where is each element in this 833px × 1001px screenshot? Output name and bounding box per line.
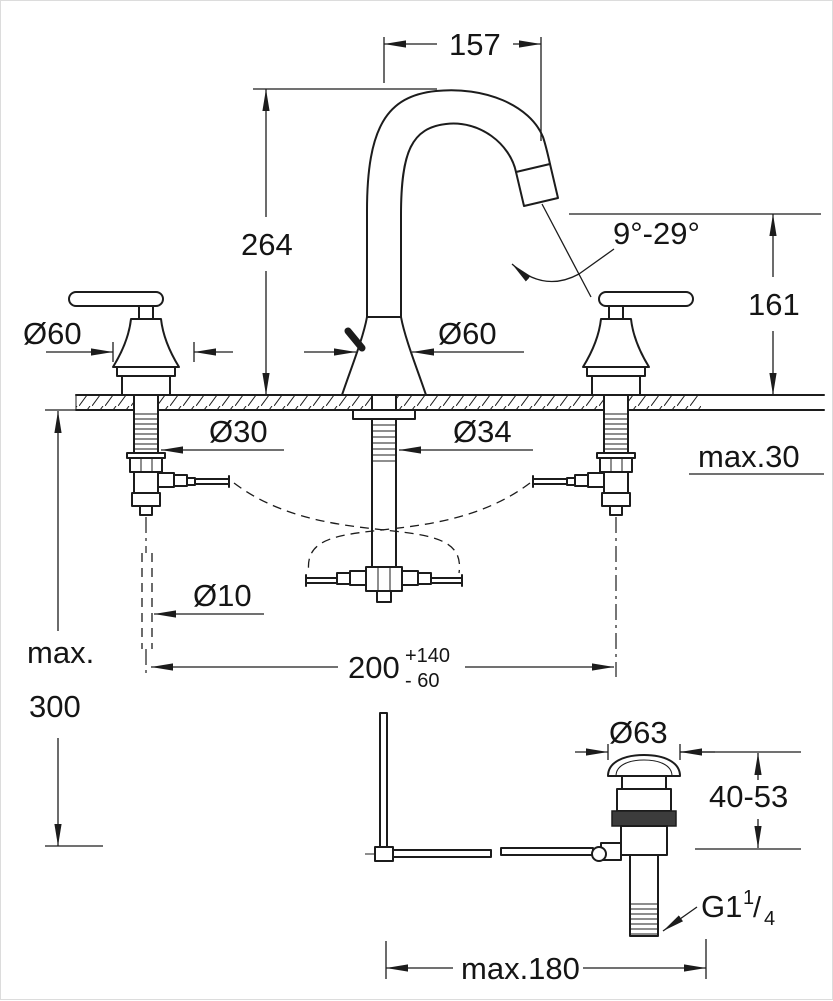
popup-knob — [344, 327, 366, 352]
right-lever — [598, 291, 694, 307]
dim-deck-thickness-label: max.30 — [698, 439, 800, 474]
dim-spout-reach: 157 — [383, 27, 542, 141]
waste-flange — [607, 754, 681, 777]
dim-hole-spacing-plus: +140 — [405, 645, 450, 667]
dim-center-hole: Ø34 — [399, 414, 533, 454]
popup-rod-linkage — [365, 712, 594, 862]
right-handle — [582, 291, 694, 396]
horizontal-rod-2 — [500, 847, 594, 856]
waste-tailpipe — [629, 854, 659, 937]
left-handle — [68, 291, 180, 396]
dim-deck-thickness: max.30 — [689, 439, 824, 475]
dim-hose-length-label2: 300 — [29, 689, 81, 724]
vertical-rod — [379, 712, 388, 854]
dim-waste-thread-sup: 1 — [743, 887, 754, 909]
dim-angle-range-label: 9°-29° — [613, 216, 700, 251]
right-thread-lines — [604, 413, 628, 450]
left-thread-lines — [134, 413, 158, 450]
right-valve-body — [532, 394, 636, 677]
dim-waste-thread: G1 1 / 4 — [662, 887, 775, 932]
dim-hose-length-label1: max. — [27, 635, 94, 670]
popup-waste — [591, 754, 681, 937]
dim-hole-spacing: 200 +140 - 60 — [151, 645, 614, 692]
dim-waste-thread-main: G1 — [701, 889, 742, 924]
dim-waste-adjust-label: 40-53 — [709, 779, 788, 814]
dim-center-hole-label: Ø34 — [453, 414, 512, 449]
dim-base-diameter-label: Ø60 — [438, 316, 497, 351]
horizontal-rod-1 — [392, 849, 492, 858]
dim-hole-spacing-label: 200 — [348, 650, 400, 685]
rod-joint — [374, 846, 394, 862]
dim-side-hole-label: Ø30 — [209, 414, 268, 449]
dim-waste-thread-slash: / — [753, 892, 762, 924]
mounting-deck — [75, 394, 825, 411]
dim-outlet-height: 161 — [569, 213, 821, 395]
dim-side-hole: Ø30 — [161, 414, 284, 454]
dim-hole-spacing-minus: - 60 — [405, 670, 439, 692]
left-valve-body — [126, 394, 230, 677]
dim-rod-diameter: Ø10 — [154, 578, 264, 618]
dim-rod-to-waste-label: max.180 — [461, 951, 580, 986]
dim-waste-thread-sub: 4 — [764, 908, 775, 930]
dim-waste-adjust: 40-53 — [680, 751, 801, 850]
dim-handle-diameter-label: Ø60 — [23, 316, 82, 351]
waste-seal — [611, 810, 677, 827]
tailpipe-thread-lines — [630, 903, 658, 935]
center-shank — [305, 394, 463, 603]
faucet-spout — [341, 89, 559, 396]
dim-base-diameter: Ø60 — [304, 316, 524, 356]
dim-spout-height: 264 — [241, 88, 437, 395]
dim-outlet-height-label: 161 — [748, 287, 800, 322]
dim-waste-flange-label: Ø63 — [609, 715, 668, 750]
left-lever — [68, 291, 164, 307]
dim-rod-to-waste: max.180 — [385, 939, 707, 986]
center-thread-lines — [372, 424, 396, 462]
dim-spout-height-label: 264 — [241, 227, 293, 262]
lever-ball — [591, 846, 607, 862]
dim-hose-length: max. 300 — [27, 409, 103, 847]
dim-rod-diameter-label: Ø10 — [193, 578, 252, 613]
dim-spout-reach-label: 157 — [449, 27, 501, 62]
dim-handle-diameter: Ø60 — [23, 316, 233, 362]
dim-waste-flange: Ø63 — [575, 715, 715, 760]
aerator-ring — [515, 163, 551, 173]
flexible-hoses — [233, 482, 531, 574]
dim-angle-range: 9°-29° — [511, 203, 700, 298]
